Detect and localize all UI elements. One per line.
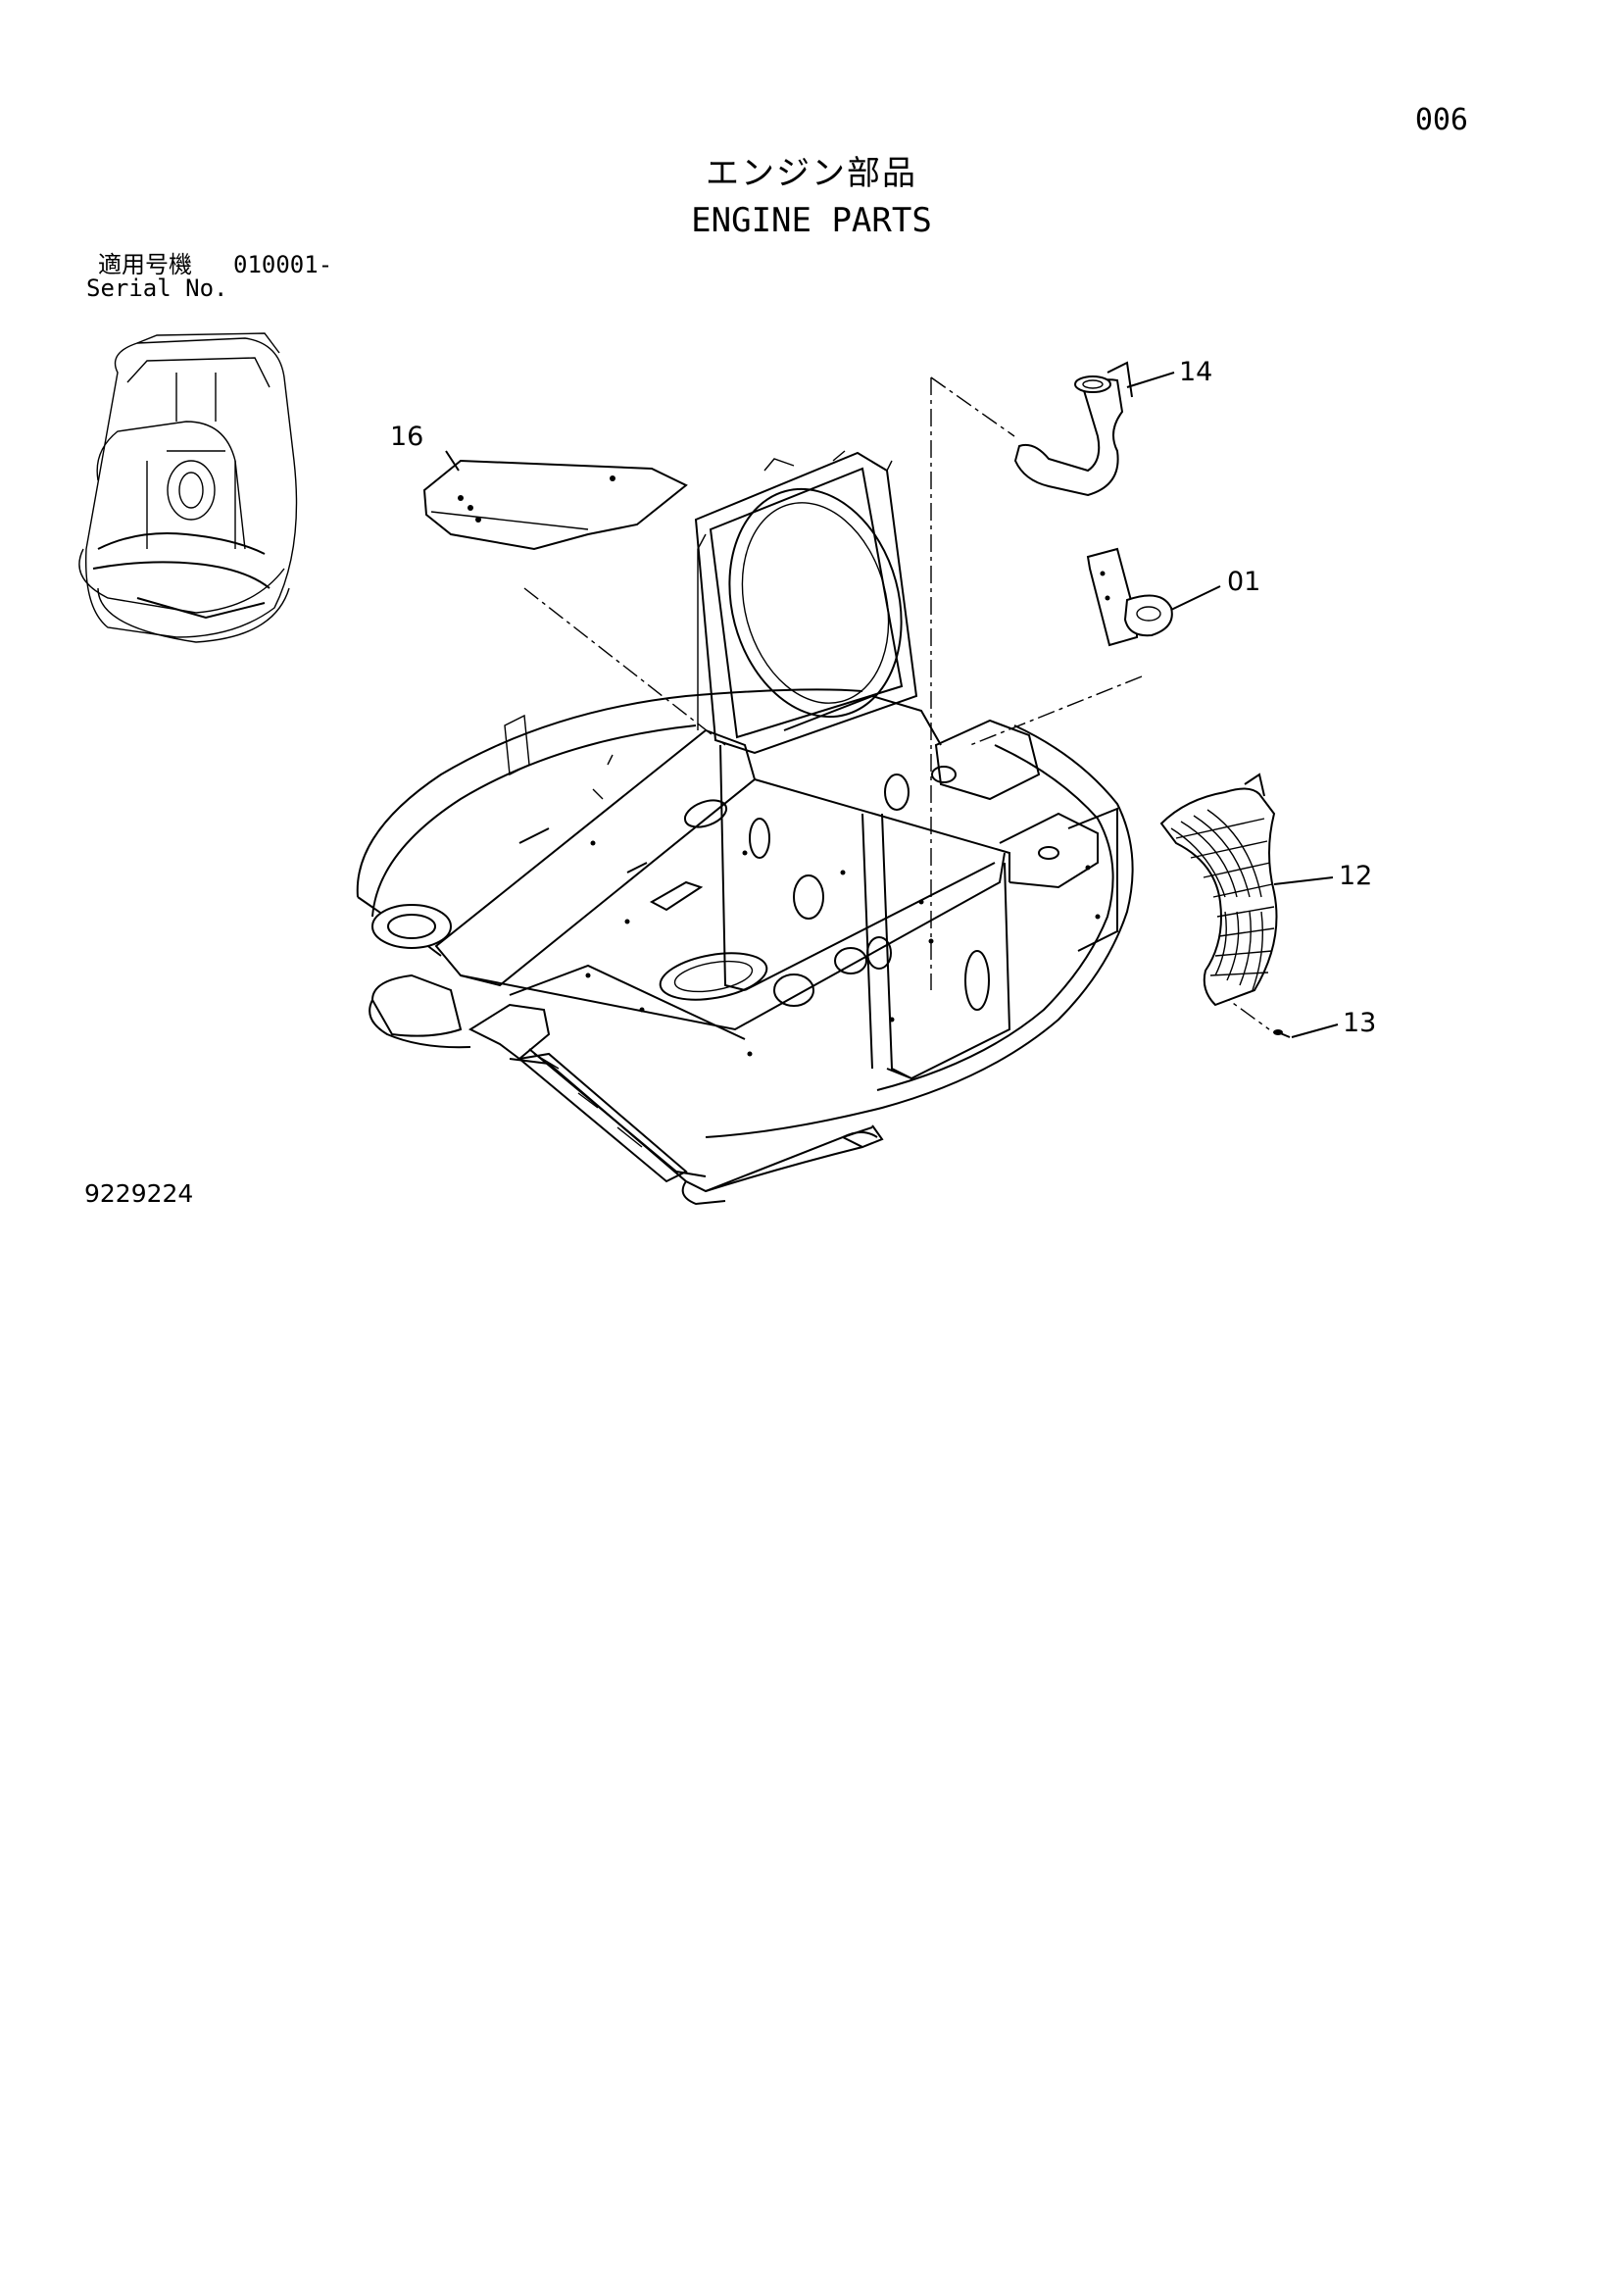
callout-01: 01: [1227, 567, 1261, 597]
part-16-plate: [422, 459, 688, 551]
callout-13: 13: [1343, 1008, 1377, 1038]
page-title-english: ENGINE PARTS: [691, 201, 932, 240]
callout-14: 14: [1179, 357, 1213, 387]
callout-leaders: [445, 372, 1339, 1038]
part-14-pipe: [1013, 361, 1133, 497]
page-title-japanese: エンジン部品: [706, 154, 917, 193]
revolving-frame: [356, 688, 1134, 1206]
page-number: 006: [1414, 103, 1468, 137]
machine-overview-thumbnail: [78, 332, 298, 643]
drawing-number: 9229224: [84, 1179, 194, 1208]
callout-12: 12: [1339, 861, 1373, 891]
serial-range: 010001-: [233, 251, 333, 278]
part-01-bracket: [1086, 547, 1173, 647]
part-13-screw: [1273, 1029, 1291, 1038]
serial-label-japanese: 適用号機: [98, 251, 192, 278]
serial-label-english: Serial No.: [86, 275, 228, 302]
part-12-fan-guard: [1159, 773, 1278, 1007]
radiator-shroud: [694, 450, 918, 755]
callout-16: 16: [390, 422, 424, 452]
